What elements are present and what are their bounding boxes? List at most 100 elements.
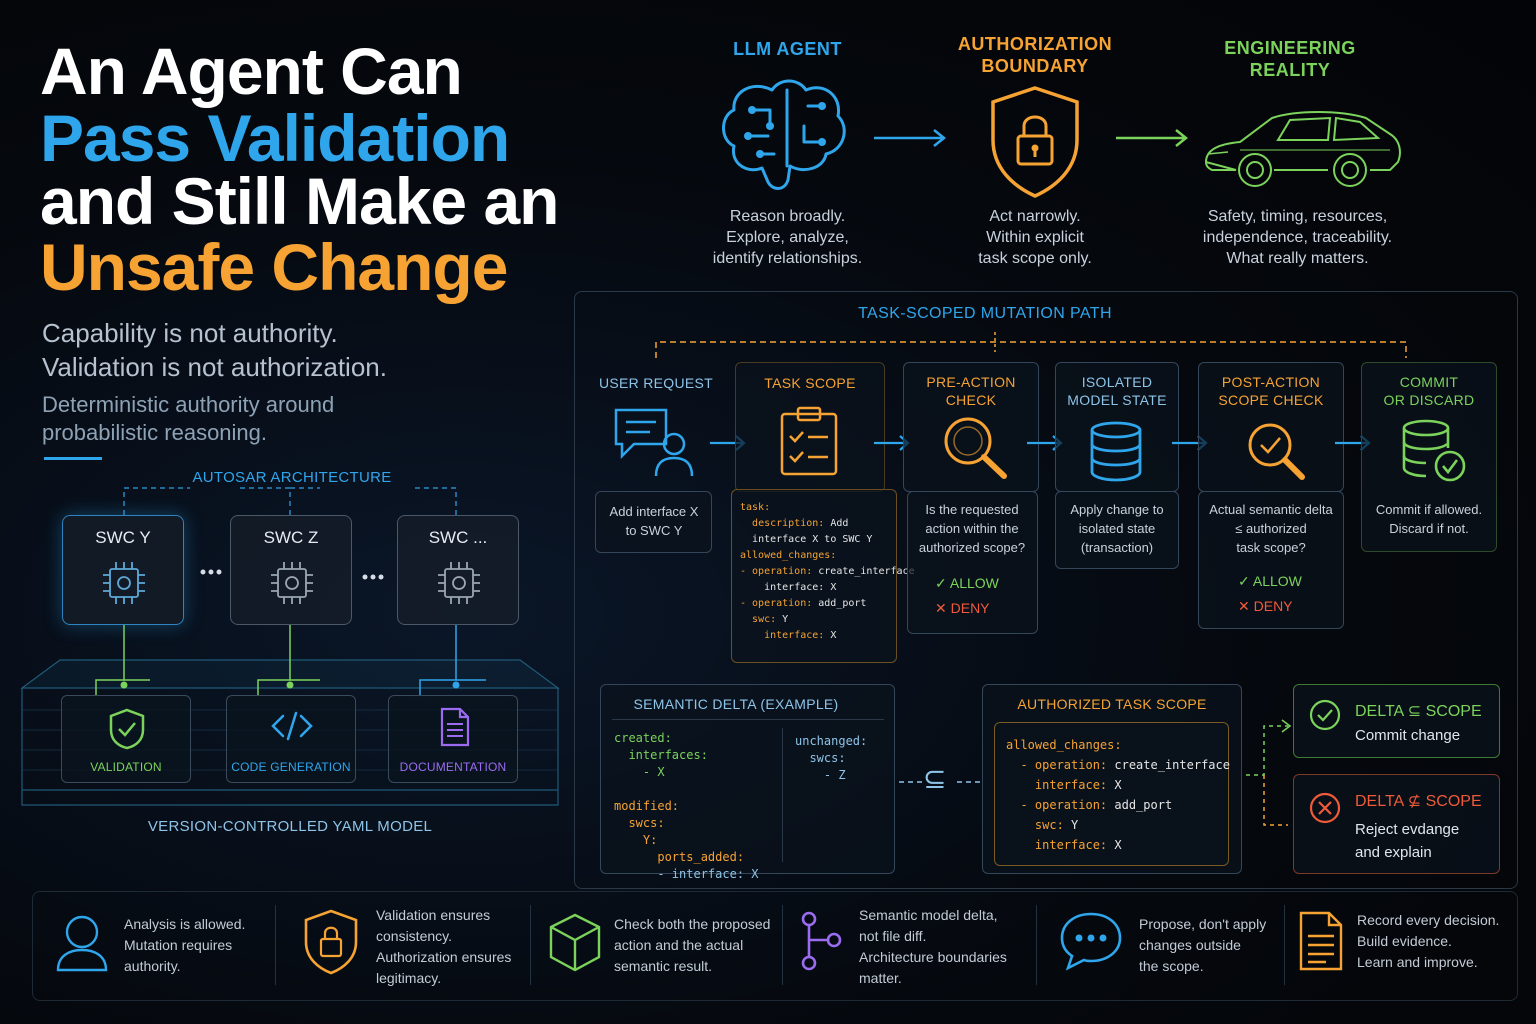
branch-icon <box>801 911 842 971</box>
footer-item-2: Validation ensures consistency. Authoriz… <box>376 907 512 986</box>
delta-out-scope-card <box>1293 774 1500 874</box>
pre-action-label: PRE-ACTION CHECK <box>926 374 1016 408</box>
delta-out-scope-text: Reject evdange and explain <box>1355 821 1460 861</box>
subtitle-line-2: Validation is not authorization. <box>42 352 387 382</box>
post-deny: ✕ DENY <box>1238 598 1293 614</box>
subtitle-line-1: Capability is not authority. <box>42 318 338 348</box>
authorization-heading: AUTHORIZATION BOUNDARY <box>957 34 1113 76</box>
user-chat-icon <box>614 408 694 477</box>
shield-lock-icon <box>991 86 1079 198</box>
post-action-text: Actual semantic delta ≤ authorized task … <box>1209 502 1333 555</box>
commit-label: COMMIT OR DISCARD <box>1383 374 1475 408</box>
pre-action-box <box>907 491 1038 634</box>
delta-column-divider <box>782 728 783 862</box>
person-icon <box>56 915 108 972</box>
user-request-box <box>595 491 712 553</box>
car-icon <box>1204 111 1401 187</box>
shield-check-icon <box>109 708 145 750</box>
cube-icon <box>549 913 601 972</box>
chip-icon <box>271 562 313 604</box>
outcome-connectors <box>1246 719 1292 826</box>
validation-module[interactable]: VALIDATION <box>61 695 191 783</box>
post-action-label: POST-ACTION SCOPE CHECK <box>1218 374 1324 408</box>
pre-deny: ✕ DENY <box>935 600 990 616</box>
footer-divider <box>1284 905 1285 985</box>
footer-item-4: Semantic model delta, not file diff. Arc… <box>859 907 1007 986</box>
delta-out-scope-title: DELTA ⊈ SCOPE <box>1355 793 1482 810</box>
subset-connector <box>899 781 981 783</box>
code-icon <box>271 711 313 741</box>
footer-item-1: Analysis is allowed. Mutation requires a… <box>124 916 246 974</box>
footer-divider <box>275 905 276 985</box>
engineering-heading: ENGINEERING REALITY <box>1224 38 1356 80</box>
delta-in-scope-text: Commit change <box>1355 727 1461 744</box>
footer-divider <box>782 905 783 985</box>
subtitle-line-3: Deterministic authority around <box>42 392 335 417</box>
delta-in-scope-card <box>1293 684 1500 758</box>
authorized-scope-box <box>994 722 1229 866</box>
swc-z-chip[interactable]: SWC Z <box>230 515 352 625</box>
isolated-label: ISOLATED MODEL STATE <box>1067 374 1167 408</box>
post-allow: ✓ ALLOW <box>1238 573 1302 589</box>
document-icon <box>440 707 470 747</box>
post-action-header-box <box>1198 362 1344 492</box>
task-scope-label: TASK SCOPE <box>764 375 856 391</box>
footer-item-3: Check both the proposed action and the a… <box>614 916 771 974</box>
footer-panel <box>32 891 1518 1001</box>
title-line-4: Unsafe Change <box>40 230 508 304</box>
check-icon: ✓ <box>1238 573 1253 589</box>
user-request-text: Add interface X to SWC Y <box>609 504 699 538</box>
delta-code-left: created: interfaces: - X modified: swcs:… <box>614 731 759 881</box>
isolated-box <box>1055 491 1179 569</box>
x-circle-icon <box>1309 792 1341 824</box>
title-line-2: Pass Validation <box>40 101 510 175</box>
brain-icon <box>722 79 846 190</box>
engineering-text: Safety, timing, resources, independence,… <box>1202 208 1393 267</box>
cross-icon: ✕ <box>935 600 951 616</box>
footer-divider <box>530 905 531 985</box>
subset-symbol: ⊆ <box>923 763 947 794</box>
delta-in-scope-title: DELTA ⊆ SCOPE <box>1355 703 1482 720</box>
scope-bracket <box>655 332 1407 358</box>
isolated-text: Apply change to isolated state (transact… <box>1070 502 1164 555</box>
clipboard-checklist-icon <box>780 406 838 476</box>
commit-text: Commit if allowed. Discard if not. <box>1375 502 1483 536</box>
footer-divider <box>1036 905 1037 985</box>
pre-allow: ✓ ALLOW <box>935 575 999 591</box>
title-line-3: and Still Make an <box>40 164 559 238</box>
subtitle-line-4: probabilistic reasoning. <box>42 420 268 445</box>
subtitle-divider <box>44 457 102 460</box>
check-icon: ✓ <box>935 575 950 591</box>
magnifier-check-icon <box>1248 423 1305 480</box>
chat-bubble-icon <box>1060 912 1122 971</box>
title-line-1: An Agent Can <box>40 34 463 108</box>
authorization-text: Act narrowly. Within explicit task scope… <box>978 208 1092 267</box>
chip-icon <box>103 562 145 604</box>
task-code: task: description: Add interface X to SW… <box>740 502 915 641</box>
documentation-module[interactable]: DOCUMENTATION <box>388 695 518 783</box>
magnifier-icon <box>944 417 1007 479</box>
mutation-path-title: TASK-SCOPED MUTATION PATH <box>858 305 1112 322</box>
check-circle-icon <box>1309 699 1341 731</box>
mutation-path-panel <box>574 291 1518 889</box>
swc-more-chip[interactable]: SWC ... <box>397 515 519 625</box>
autosar-title: AUTOSAR ARCHITECTURE <box>192 469 392 486</box>
database-check-icon <box>1402 419 1466 482</box>
cross-icon: ✕ <box>1238 598 1254 614</box>
footer-item-5: Propose, don't apply changes outside the… <box>1139 916 1267 974</box>
yaml-model-label: VERSION-CONTROLLED YAML MODEL <box>147 818 433 835</box>
task-code-box <box>731 489 897 663</box>
database-icon <box>1090 421 1142 482</box>
chip-icon <box>438 562 480 604</box>
delta-code-right: unchanged: swcs: - Z <box>795 734 868 782</box>
code-generation-module[interactable]: CODE GENERATION <box>226 695 356 783</box>
llm-text: Reason broadly. Explore, analyze, identi… <box>712 208 863 267</box>
footer-item-6: Record every decision. Build evidence. L… <box>1357 912 1500 970</box>
task-scope-header-box <box>735 362 885 492</box>
llm-agent-heading: LLM AGENT <box>733 39 842 59</box>
semantic-delta-title: SEMANTIC DELTA (EXAMPLE) <box>633 696 839 712</box>
swc-y-chip[interactable]: SWC Y <box>62 515 184 625</box>
shield-lock-icon <box>304 909 358 975</box>
user-request-label: USER REQUEST <box>598 375 714 391</box>
authorized-scope-title: AUTHORIZED TASK SCOPE <box>1017 696 1207 712</box>
